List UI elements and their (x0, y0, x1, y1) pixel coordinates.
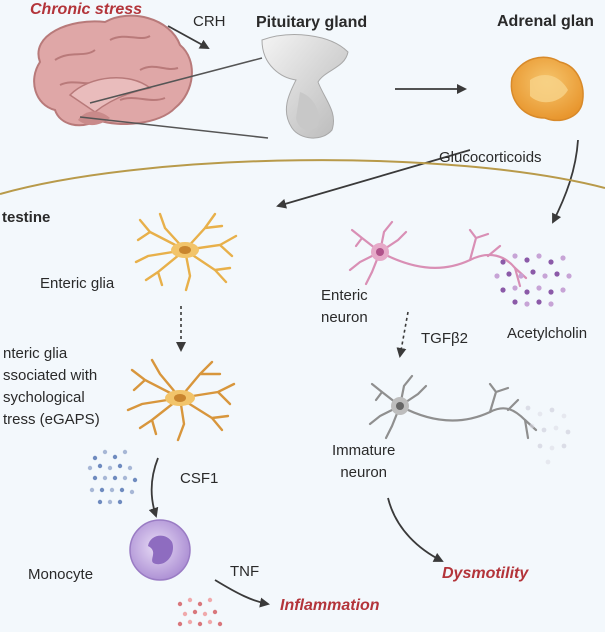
csf1-label: CSF1 (180, 470, 219, 487)
glucocorticoids-label: Glucocorticoids (439, 149, 542, 166)
arrow-tnf-to-inflammation (214, 579, 270, 608)
inflammation-label: Inflammation (280, 597, 380, 614)
adrenal-gland-label: Adrenal glan (497, 13, 594, 30)
enteric-glia-cell (134, 212, 238, 292)
arrow-stress-to-crh (167, 25, 210, 49)
egaps-label: nteric glia ssociated with sychological … (3, 345, 100, 428)
intestine-label: testine (2, 209, 51, 226)
pituitary-gland-label: Pituitary gland (256, 14, 368, 31)
immature-neuron-particles (525, 405, 571, 465)
arrow-adrenal-to-neuron (552, 139, 579, 224)
arrow-glucocorticoids-to-glia (276, 149, 471, 209)
enteric-glia-label: Enteric glia (40, 275, 115, 292)
egaps-cell (126, 358, 236, 442)
adrenal-gland-illustration (510, 56, 584, 122)
arrow-neuron-to-immature (396, 311, 409, 358)
intestine-boundary-line (0, 159, 605, 195)
arrow-immature-to-dysmotility (387, 497, 444, 562)
enteric-neuron-cell (348, 220, 528, 288)
brain-illustration (33, 14, 193, 127)
acetylcholine-label: Acetylcholin (507, 325, 588, 342)
inflammation-particles (177, 597, 223, 627)
acetylcholine-particles (494, 253, 572, 307)
pituitary-gland-illustration (261, 34, 349, 139)
chronic-stress-label: Chronic stress (30, 1, 143, 18)
enteric-neuron-label: Enteric neuron (321, 287, 368, 326)
brain-to-pituitary-connector-lower (79, 116, 269, 139)
brain-to-pituitary-connector-upper (89, 57, 263, 104)
arrow-csf1-to-monocyte (148, 457, 159, 518)
csf1-particles (87, 449, 138, 505)
tnf-label: TNF (230, 563, 260, 580)
tgfb2-label: TGFβ2 (421, 330, 468, 347)
dysmotility-label: Dysmotility (442, 565, 529, 582)
monocyte-cell (129, 519, 191, 581)
immature-neuron-label: Immature neuron (332, 442, 396, 481)
crh-label: CRH (193, 13, 226, 30)
immature-neuron-cell (368, 374, 538, 440)
monocyte-label: Monocyte (28, 566, 94, 583)
